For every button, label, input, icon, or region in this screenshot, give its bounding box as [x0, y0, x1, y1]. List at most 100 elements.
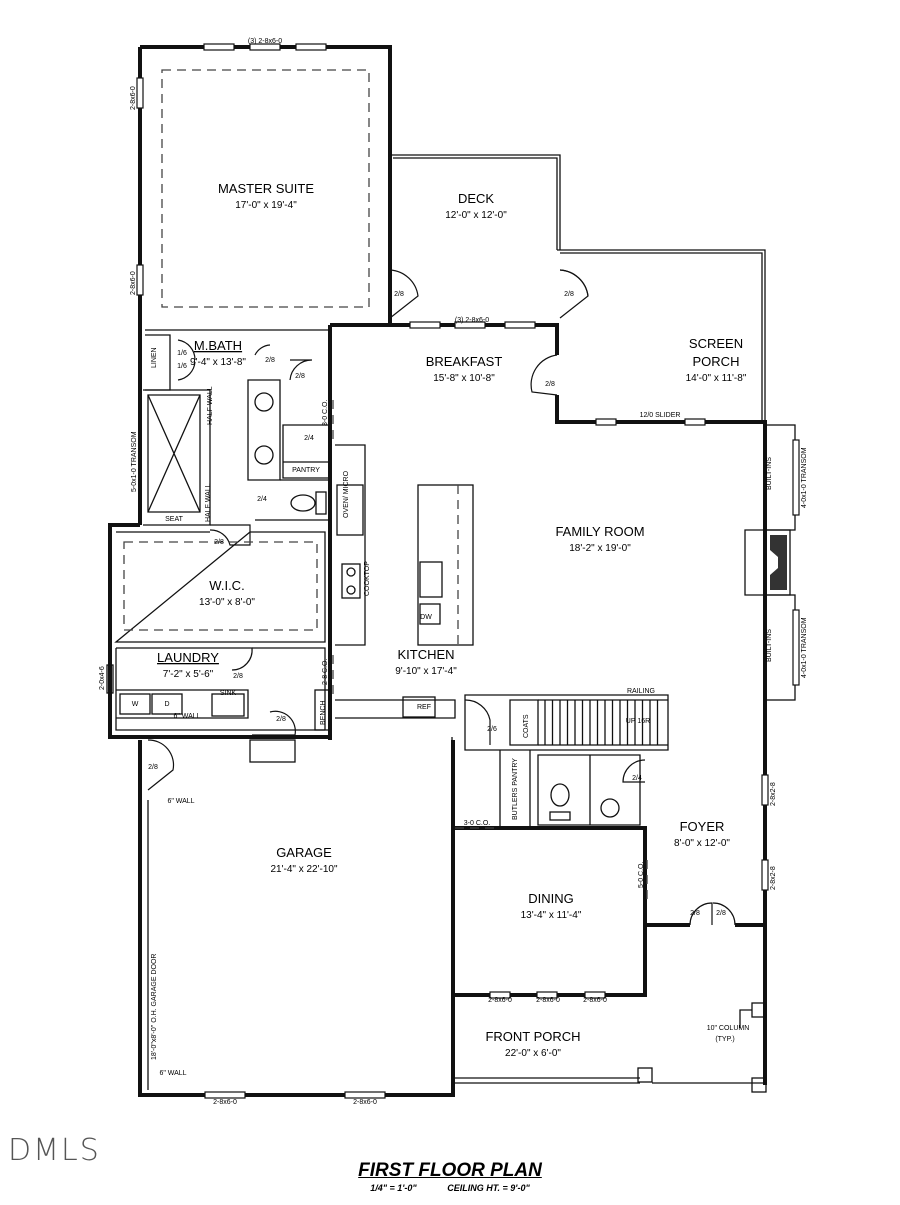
- screen-porch-dim: 14'-0" x 11'-8": [686, 373, 747, 384]
- door-label-deck2: 2/8: [564, 291, 574, 298]
- dining-dim: 13'-4" x 11'-4": [521, 910, 582, 921]
- door-label-1-6a: 1/6: [177, 350, 187, 357]
- mbath-dim: 9'-4" x 13'-8": [190, 357, 246, 368]
- scale-label: 1/4" = 1'-0": [370, 1183, 417, 1193]
- kitchen-name: KITCHEN: [397, 647, 454, 662]
- door-label-wic: 2/8: [214, 539, 224, 546]
- door-label-garage2: 2/8: [148, 764, 158, 771]
- deck-dim: 12'-0" x 12'-0": [445, 210, 507, 221]
- breakfast-name: BREAKFAST: [426, 354, 503, 369]
- deck-outline: [389, 154, 589, 319]
- foyer-dim: 8'-0" x 12'-0": [674, 838, 730, 849]
- dining-window-label-1: 2-8x6-0: [488, 997, 512, 1004]
- garage-window-label-1: 2-8x6-0: [213, 1099, 237, 1106]
- family-room-dim: 18'-2" x 19'-0": [569, 543, 631, 554]
- mbath-name: M.BATH: [194, 338, 242, 353]
- fireplace: [744, 424, 800, 891]
- pantry-label: PANTRY: [292, 467, 320, 474]
- wic-interior: [114, 531, 326, 643]
- wic-dim: 13'-0" x 8'-0": [199, 597, 255, 608]
- door-label-laundry: 2/8: [233, 673, 243, 680]
- door-label-1-6b: 1/6: [177, 363, 187, 370]
- slider-label: 12/0 SLIDER: [640, 412, 681, 419]
- washer-label: W: [132, 701, 139, 708]
- laundry-interior: [106, 647, 331, 791]
- deck-name: DECK: [458, 191, 494, 206]
- top-windows-label: (3) 2-8x6-0: [248, 38, 282, 45]
- transom-left-label: 5-0x1-0 TRANSOM: [131, 431, 138, 492]
- door-label-coats: 2/6: [487, 726, 497, 733]
- foyer-name: FOYER: [680, 819, 725, 834]
- six-inch-wall-garage: 6" WALL: [167, 798, 194, 805]
- half-wall-label-2: HALF WALL: [205, 483, 212, 522]
- breakfast-dim: 15'-8" x 10'-8": [433, 373, 495, 384]
- master-window-label-2: 2-8x6-0: [130, 271, 137, 295]
- oven-micro-label: OVEN/ MICRO: [343, 470, 350, 518]
- door-label-breakfast: 2/8: [545, 381, 555, 388]
- kitchen-interior: [332, 400, 474, 719]
- floor-plan-drawing: MASTER SUITE 17'-0" x 19'-4" DECK 12'-0"…: [99, 38, 808, 1106]
- sink-label: SINK: [220, 690, 237, 697]
- six-inch-wall-garage2: 6" WALL: [159, 1070, 186, 1077]
- laundry-window-label: 2-0x4-6: [99, 666, 106, 690]
- plan-title: FIRST FLOOR PLAN: [358, 1160, 542, 1181]
- door-label-deck1: 2/8: [394, 291, 404, 298]
- door-label-powder: 2/4: [632, 775, 642, 782]
- door-label-mbath2: 2/8: [295, 373, 305, 380]
- garage-interior: [147, 737, 453, 1099]
- kitchen-dim: 9'-10" x 17'-4": [395, 666, 457, 677]
- cooktop-label: COOKTOP: [364, 561, 371, 596]
- dryer-label: D: [164, 701, 169, 708]
- laundry-dim: 7'-2" x 5'-6": [163, 669, 214, 680]
- foyer-window-label-2: 2-8x2-8: [770, 866, 777, 890]
- foyer-window-label-1: 2-8x2-8: [770, 782, 777, 806]
- half-wall-label-1: HALF WALL: [207, 386, 214, 425]
- breakfast-windows-label: (3) 2-8x6-0: [455, 317, 489, 324]
- mls-logo: DMLS: [8, 1133, 101, 1168]
- butlers-pantry-label: BUTLERS PANTRY: [512, 758, 519, 820]
- laundry-name: LAUNDRY: [157, 650, 219, 665]
- dw-label: DW: [420, 614, 432, 621]
- garage-door-label: 18'-0"x8'-0" O.H. GARAGE DOOR: [151, 954, 158, 1060]
- bench-label: BENCH: [320, 700, 327, 725]
- dining-name: DINING: [528, 891, 574, 906]
- door-label-pantry: 2/4: [304, 435, 314, 442]
- coats-label: COATS: [523, 714, 530, 738]
- door-label-front1: 2/8: [690, 910, 700, 917]
- front-porch-name: FRONT PORCH: [485, 1029, 580, 1044]
- built-ins-label-2: BUILT-INS: [766, 629, 773, 662]
- linen-label: LINEN: [151, 347, 158, 368]
- transom-right-label-2: 4-0x1-0 TRANSOM: [801, 617, 808, 678]
- screen-porch-outline: [557, 249, 766, 426]
- plan-title-block: FIRST FLOOR PLAN 1/4" = 1'-0" CEILING HT…: [0, 1160, 900, 1193]
- up-16r-label: UP 16R: [626, 718, 650, 725]
- garage-dim: 21'-4" x 22'-10": [270, 864, 338, 875]
- built-ins-label-1: BUILT-INS: [766, 457, 773, 490]
- railing-label: RAILING: [627, 688, 655, 695]
- bath-interior: [143, 329, 331, 546]
- master-window-label-1: 2-8x6-0: [130, 86, 137, 110]
- door-label-wc: 2/4: [257, 496, 267, 503]
- main-walls: [108, 321, 767, 1097]
- garage-window-label-2: 2-8x6-0: [353, 1099, 377, 1106]
- co-laundry-label: 2-8 C.O.: [322, 658, 329, 685]
- door-label-mbath: 2/8: [265, 357, 275, 364]
- plan-subtitle: 1/4" = 1'-0" CEILING HT. = 9'-0": [0, 1183, 900, 1193]
- column-label-1: 10" COLUMN: [707, 1025, 750, 1032]
- garage-name: GARAGE: [276, 845, 332, 860]
- door-label-garage: 2/8: [276, 716, 286, 723]
- front-porch-dim: 22'-0" x 6'-0": [505, 1048, 561, 1059]
- front-porch: [453, 827, 767, 1093]
- wic-name: W.I.C.: [209, 578, 244, 593]
- screen-porch-name-line1: SCREEN: [689, 336, 743, 351]
- six-inch-wall-laundry: 6" WALL: [173, 713, 200, 720]
- co-pantry-label: 3-0 C.O.: [322, 399, 329, 426]
- column-label-2: (TYP.): [715, 1036, 734, 1043]
- ceiling-height-label: CEILING HT. = 9'-0": [447, 1183, 530, 1193]
- transom-right-label-1: 4-0x1-0 TRANSOM: [801, 447, 808, 508]
- ref-label: REF: [417, 704, 431, 711]
- family-room-name: FAMILY ROOM: [555, 524, 644, 539]
- door-label-front2: 2/8: [716, 910, 726, 917]
- dining-window-label-2: 2-8x6-0: [536, 997, 560, 1004]
- co-dining-label: 3-0 C.O.: [464, 820, 491, 827]
